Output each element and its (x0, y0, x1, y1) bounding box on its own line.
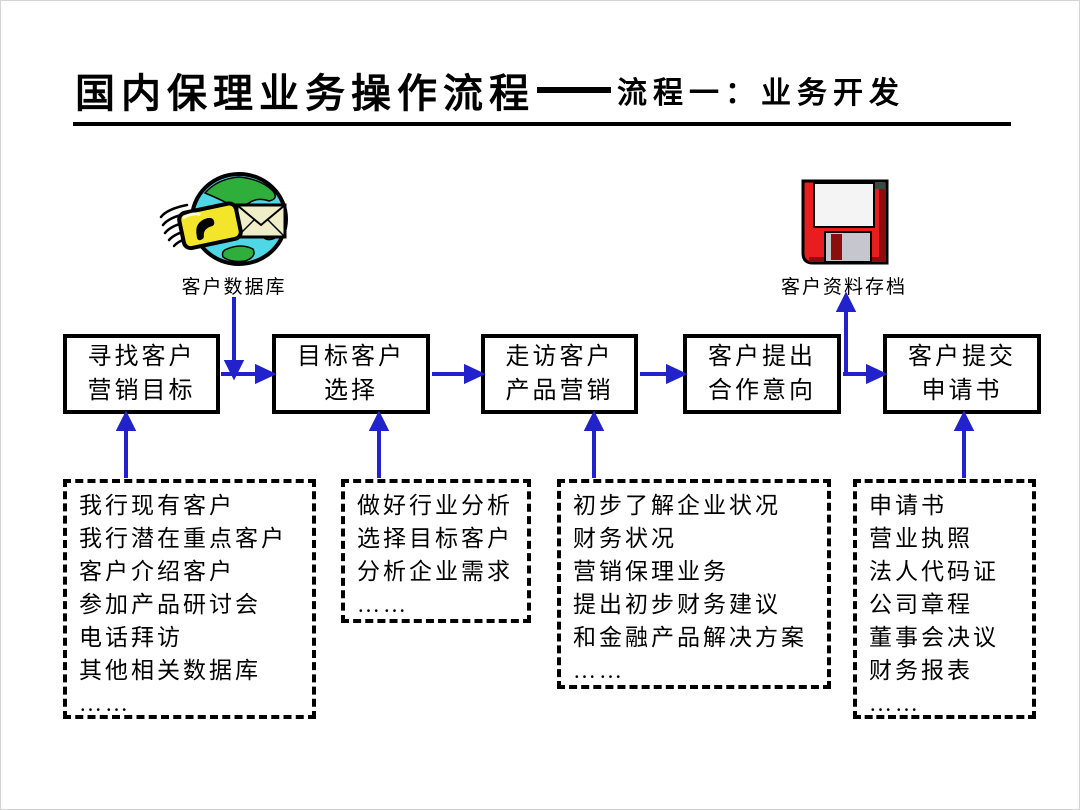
note-box-application-docs: 申请书 营业执照 法人代码证 公司章程 董事会决议 财务报表 …… (853, 479, 1036, 719)
note-item: 电话拜访 (79, 625, 183, 650)
flow-step-submit-application: 客户提交 申请书 (883, 334, 1041, 414)
note-item: …… (573, 658, 625, 683)
title-main-text: 国内保理业务操作流程 (75, 71, 535, 116)
note-item: 董事会决议 (869, 625, 999, 650)
flow-step-select-target: 目标客户 选择 (272, 334, 430, 414)
floppy-disk-icon (799, 177, 891, 267)
note-item: 营业执照 (869, 526, 973, 551)
flow-step-line: 选择 (324, 378, 378, 404)
arrow-to-archive-up (835, 291, 857, 374)
title-dash: —— (537, 87, 611, 93)
archive-label: 客户资料存档 (780, 277, 907, 298)
flow-step-line: 走访客户 (505, 344, 614, 370)
arrow-step3-to-step4 (640, 363, 688, 385)
floppy-shutter (824, 231, 872, 263)
note-box-visit-content: 初步了解企业状况 财务状况 营销保理业务 提出初步财务建议 和金融产品解决方案 … (557, 479, 831, 689)
note-item: 和金融产品解决方案 (573, 625, 807, 650)
note-item: …… (869, 691, 921, 716)
note-item: 分析企业需求 (357, 559, 513, 584)
arrow-database-down (223, 297, 245, 381)
flow-step-find-customers: 寻找客户 营销目标 (63, 334, 220, 414)
note-box-customer-sources: 我行现有客户 我行潜在重点客户 客户介绍客户 参加产品研讨会 电话拜访 其他相关… (63, 479, 316, 719)
arrow-noteD-up (953, 410, 975, 478)
note-item: 我行潜在重点客户 (79, 526, 287, 551)
arrow-noteA-up (115, 410, 137, 478)
note-item: …… (79, 691, 131, 716)
flow-step-line: 目标客户 (297, 344, 405, 370)
note-item: 做好行业分析 (357, 493, 513, 518)
note-item: 提出初步财务建议 (573, 592, 781, 617)
note-item: 我行现有客户 (79, 493, 235, 518)
note-item: 申请书 (869, 493, 947, 518)
flow-step-line: 申请书 (921, 378, 1003, 404)
database-label: 客户数据库 (181, 277, 287, 298)
note-item: 初步了解企业状况 (573, 493, 781, 518)
flow-step-cooperation-intent: 客户提出 合作意向 (683, 334, 841, 414)
flow-step-line: 客户提出 (708, 344, 816, 370)
page-title: 国内保理业务操作流程 —— 流程一：业务开发 (75, 65, 1015, 116)
flow-step-visit-customers: 走访客户 产品营销 (481, 334, 638, 414)
phone-icon (177, 201, 243, 251)
globe-phone-mail-icon (157, 171, 291, 269)
flow-step-line: 合作意向 (708, 378, 816, 404)
note-item: …… (357, 592, 409, 617)
note-item: 参加产品研讨会 (79, 592, 261, 617)
arrow-noteB-up (368, 410, 390, 478)
flow-step-line: 营销目标 (87, 378, 196, 404)
flow-step-line: 客户提交 (908, 344, 1016, 370)
note-item: 法人代码证 (869, 559, 999, 584)
mail-icon (235, 203, 287, 239)
arrow-step4-to-step5 (843, 363, 888, 385)
note-item: 选择目标客户 (357, 526, 513, 551)
note-item: 财务报表 (869, 658, 973, 683)
flow-step-line: 产品营销 (505, 378, 614, 404)
note-item: 客户介绍客户 (79, 559, 235, 584)
note-item: 公司章程 (869, 592, 973, 617)
title-subtitle-text: 流程一：业务开发 (617, 77, 905, 110)
note-item: 财务状况 (573, 526, 677, 551)
flow-step-line: 寻找客户 (87, 344, 196, 370)
arrow-step1-to-step2 (221, 363, 277, 385)
arrow-noteC-up (583, 410, 605, 478)
title-underline (73, 122, 1011, 126)
arrow-step2-to-step3 (432, 363, 486, 385)
note-item: 营销保理业务 (573, 559, 729, 584)
note-item: 其他相关数据库 (79, 658, 261, 683)
note-box-analysis: 做好行业分析 选择目标客户 分析企业需求 …… (341, 479, 531, 623)
